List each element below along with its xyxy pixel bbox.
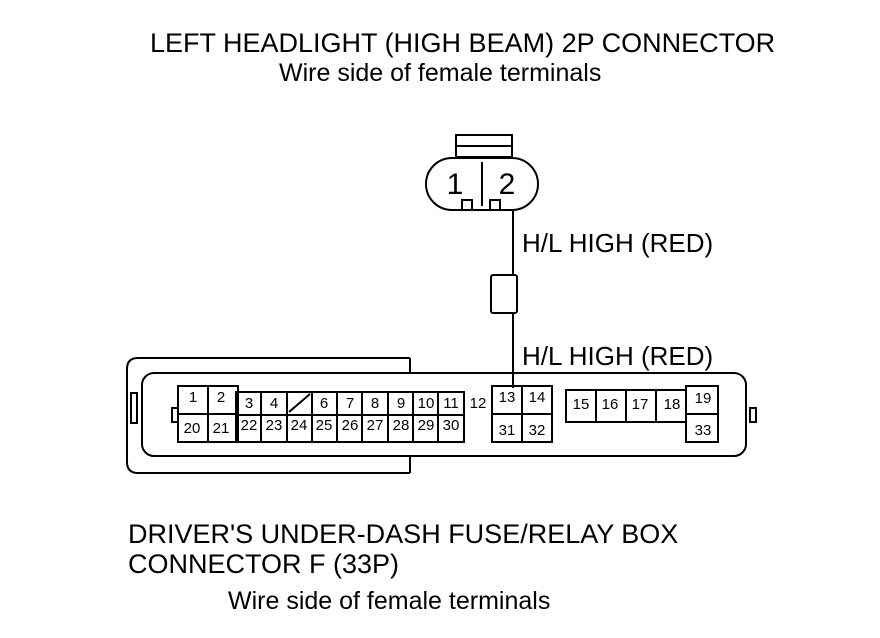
terminal-label-28: 28: [393, 417, 410, 434]
terminal-label-29: 29: [418, 417, 435, 434]
terminal-label-27: 27: [367, 417, 384, 434]
center-block: [235, 391, 465, 443]
headlight-terminal-1: 1: [447, 168, 464, 201]
terminal-label-16: 16: [602, 396, 619, 413]
terminal-label-26: 26: [342, 417, 359, 434]
terminal-label-4: 4: [270, 395, 278, 412]
terminal-label-2: 2: [217, 389, 225, 406]
terminal-label-9: 9: [397, 395, 405, 412]
terminal-label-1: 1: [189, 389, 197, 406]
terminal-label-17: 17: [632, 396, 649, 413]
terminal-label-21: 21: [213, 420, 230, 437]
headlight-2p-connector: [425, 134, 539, 211]
headlight-terminal-2: 2: [499, 168, 516, 201]
terminal-label-30: 30: [443, 417, 460, 434]
terminal-label-25: 25: [316, 417, 333, 434]
terminal-label-10: 10: [418, 395, 435, 412]
headlight-connector-title: LEFT HEADLIGHT (HIGH BEAM) 2P CONNECTOR: [150, 28, 776, 58]
headlight-connector-subtitle: Wire side of female terminals: [279, 59, 602, 87]
terminal-label-20: 20: [184, 420, 201, 437]
terminal-label-12: 12: [470, 395, 487, 412]
upper-wire-label: H/L HIGH (RED): [522, 228, 714, 258]
lower-wire-label: H/L HIGH (RED): [522, 341, 714, 371]
terminal-label-14: 14: [529, 389, 546, 406]
terminal-label-24: 24: [291, 417, 308, 434]
grid-line: [288, 393, 311, 413]
terminal-label-19: 19: [695, 390, 712, 407]
terminal-label-8: 8: [371, 395, 379, 412]
terminal-label-33: 33: [695, 422, 712, 439]
terminal-label-23: 23: [266, 417, 283, 434]
fuse-box-subtitle: Wire side of female terminals: [228, 587, 551, 615]
fuse-box-title-line2: CONNECTOR F (33P): [128, 549, 400, 579]
terminal-label-32: 32: [529, 422, 546, 439]
terminal-label-31: 31: [499, 422, 516, 439]
terminal-label-7: 7: [346, 395, 354, 412]
terminal-label-22: 22: [241, 417, 258, 434]
terminal-label-11: 11: [443, 395, 459, 412]
terminal-label-6: 6: [320, 395, 328, 412]
fuse-box-title-line1: DRIVER'S UNDER-DASH FUSE/RELAY BOX: [128, 519, 679, 549]
terminal-label-3: 3: [245, 395, 253, 412]
fuse-box-terminals: [177, 385, 719, 443]
wire-h-l-high: [490, 210, 518, 388]
terminal-label-18: 18: [664, 396, 681, 413]
fuse-box-33p-connector: [126, 357, 757, 474]
terminal-label-15: 15: [573, 396, 590, 413]
terminal-label-13: 13: [499, 389, 516, 406]
